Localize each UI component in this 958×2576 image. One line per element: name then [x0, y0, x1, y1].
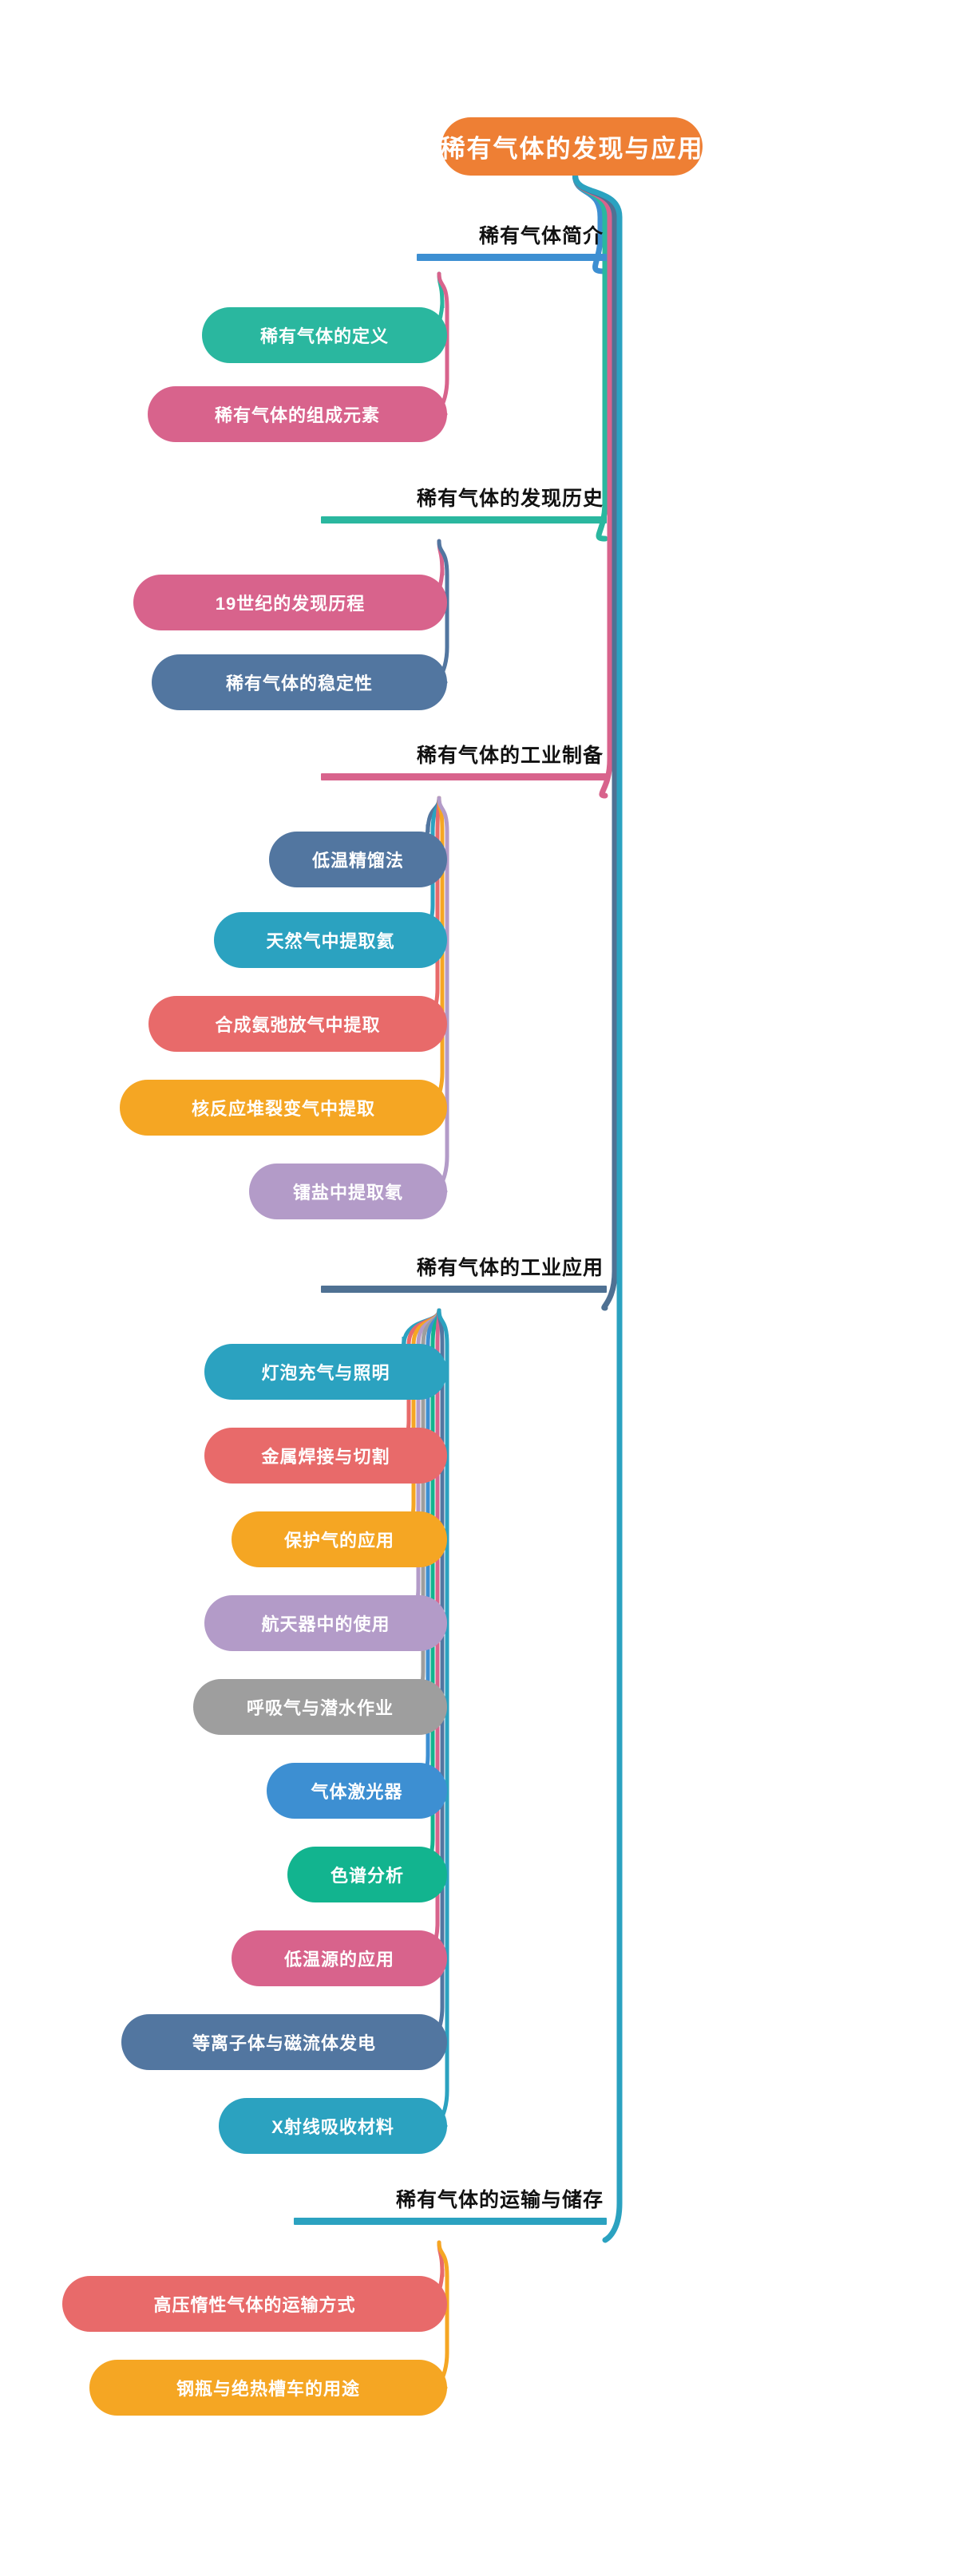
connector: [572, 172, 618, 1311]
topic-pill-label: 钢瓶与绝热槽车的用途: [176, 2379, 360, 2399]
topic-pill-label: 稀有气体的组成元素: [214, 405, 380, 425]
topic-pill-label: 天然气中提取氦: [266, 931, 395, 951]
topic-pill-label: 航天器中的使用: [261, 1614, 390, 1634]
topic-pill-label: 呼吸气与潜水作业: [246, 1698, 394, 1718]
topic-pill[interactable]: 灯泡充气与照明: [204, 1344, 447, 1400]
topic-pill[interactable]: 呼吸气与潜水作业: [193, 1679, 447, 1735]
topic-pill[interactable]: 色谱分析: [287, 1847, 447, 1902]
branch-underline: [321, 773, 607, 780]
topic-pill-label: 气体激光器: [311, 1782, 403, 1802]
branch-underline: [417, 254, 607, 261]
topic-pill[interactable]: 稀有气体的定义: [202, 307, 447, 363]
topic-pill[interactable]: 天然气中提取氦: [214, 912, 447, 968]
topic-pill[interactable]: 钢瓶与绝热槽车的用途: [89, 2360, 447, 2416]
topic-pill[interactable]: 稀有气体的组成元素: [148, 386, 447, 442]
branch-label: 稀有气体的工业应用: [416, 1257, 604, 1279]
topic-pill-label: 稀有气体的稳定性: [225, 674, 373, 693]
connector: [433, 1308, 448, 2045]
topic-pill-label: 等离子体与磁流体发电: [192, 2033, 376, 2053]
branch-underline: [321, 516, 607, 523]
topic-pill-label: 低温源的应用: [283, 1950, 394, 1970]
topic-pill-label: 高压惰性气体的运输方式: [153, 2295, 356, 2315]
connector: [430, 796, 448, 1026]
branch-label: 稀有气体的发现历史: [416, 488, 604, 510]
topic-pill-label: 合成氨弛放气中提取: [215, 1015, 381, 1035]
branch-2[interactable]: 稀有气体的发现历史: [321, 489, 607, 523]
branch-1[interactable]: 稀有气体简介: [417, 227, 607, 261]
branch-label: 稀有气体的工业制备: [416, 745, 604, 767]
topic-pill-label: X射线吸收材料: [271, 2117, 394, 2137]
branch-3[interactable]: 稀有气体的工业制备: [321, 746, 607, 780]
topic-pill-label: 稀有气体的定义: [259, 326, 389, 346]
topic-pill[interactable]: 低温源的应用: [232, 1930, 447, 1986]
branch-label: 稀有气体的运输与储存: [395, 2189, 604, 2211]
topic-pill[interactable]: 镭盐中提取氡: [249, 1164, 447, 1219]
connector: [572, 172, 623, 2243]
topic-pill[interactable]: 核反应堆裂变气中提取: [120, 1080, 447, 1136]
root-node[interactable]: 稀有气体的发现与应用: [441, 117, 703, 176]
connector: [572, 172, 613, 799]
topic-pill-label: 色谱分析: [330, 1866, 404, 1886]
branch-underline: [294, 2218, 607, 2225]
topic-pill[interactable]: 金属焊接与切割: [204, 1428, 447, 1484]
branch-5[interactable]: 稀有气体的运输与储存: [294, 2191, 607, 2225]
topic-pill-label: 金属焊接与切割: [261, 1447, 390, 1467]
topic-pill[interactable]: 高压惰性气体的运输方式: [62, 2276, 447, 2332]
topic-pill[interactable]: 19世纪的发现历程: [133, 575, 447, 630]
topic-pill[interactable]: 低温精馏法: [269, 832, 447, 887]
topic-pill[interactable]: 气体激光器: [267, 1763, 447, 1819]
topic-pill[interactable]: 稀有气体的稳定性: [152, 654, 447, 710]
topic-pill-label: 19世纪的发现历程: [215, 594, 366, 614]
branch-label: 稀有气体简介: [478, 225, 604, 247]
topic-pill-label: 灯泡充气与照明: [261, 1363, 390, 1383]
branch-4[interactable]: 稀有气体的工业应用: [321, 1258, 607, 1293]
topic-pill[interactable]: 合成氨弛放气中提取: [148, 996, 447, 1052]
root-node-label: 稀有气体的发现与应用: [440, 135, 704, 163]
topic-pill[interactable]: X射线吸收材料: [219, 2098, 447, 2154]
topic-pill[interactable]: 航天器中的使用: [204, 1595, 447, 1651]
topic-pill-label: 核反应堆裂变气中提取: [191, 1099, 375, 1119]
topic-pill-label: 镭盐中提取氡: [292, 1183, 403, 1203]
topic-pill-label: 低温精馏法: [311, 851, 404, 871]
topic-pill-label: 保护气的应用: [283, 1531, 394, 1551]
topic-pill[interactable]: 等离子体与磁流体发电: [121, 2014, 447, 2070]
topic-pill[interactable]: 保护气的应用: [232, 1511, 447, 1567]
branch-underline: [321, 1286, 607, 1293]
